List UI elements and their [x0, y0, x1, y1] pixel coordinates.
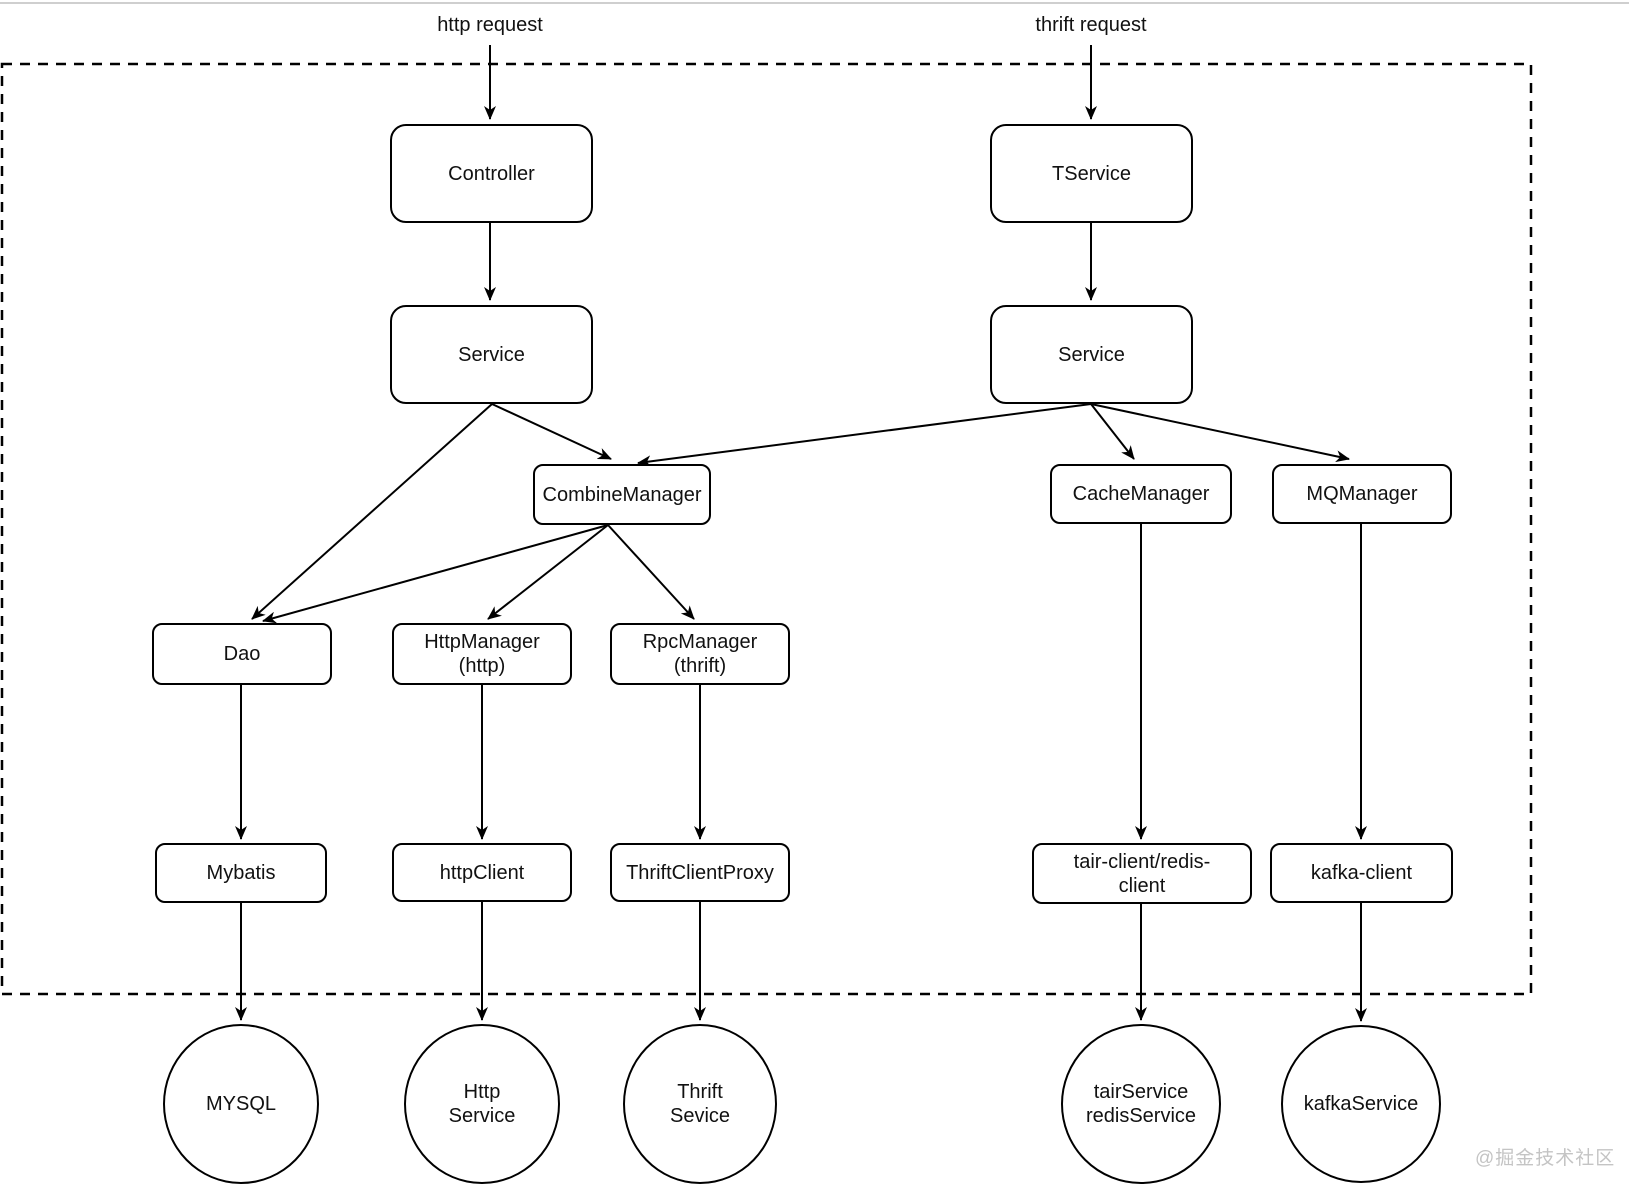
edge-servicehttp-to-combinemanager [491, 403, 612, 460]
node-rpc-manager: RpcManager (thrift) [610, 623, 790, 685]
node-mybatis: Mybatis [155, 843, 327, 903]
node-tservice-label: TService [1052, 162, 1131, 185]
node-tair-redis-client: tair-client/redis- client [1032, 843, 1252, 904]
node-kafka-service-label: kafkaService [1303, 1093, 1419, 1115]
node-http-service: Http Service [404, 1024, 560, 1184]
node-mysql-label: MYSQL [205, 1093, 277, 1115]
edge-servicethrift-to-mqmanager [1090, 403, 1350, 463]
edge-servicehttp-to-dao [251, 403, 493, 620]
node-thrift-client-proxy-label: ThriftClientProxy [626, 861, 774, 884]
node-kafka-client: kafka-client [1270, 843, 1453, 903]
node-combine-manager-label: CombineManager [542, 483, 702, 506]
node-http-service-label: Http [463, 1081, 501, 1103]
node-mybatis-label: Mybatis [206, 862, 276, 884]
node-tair-service-label: tairService [1093, 1081, 1189, 1103]
node-mq-manager-label: MQManager [1306, 483, 1418, 505]
node-thrift-sevice-sublabel: Sevice [669, 1105, 731, 1127]
node-tair-service: tairService redisService [1061, 1024, 1221, 1184]
node-service-http: Service [390, 305, 593, 404]
node-mq-manager: MQManager [1272, 464, 1452, 524]
node-http-manager-sublabel: (http) [458, 655, 506, 677]
node-tair-redis-client-sublabel: client [1118, 874, 1166, 897]
node-http-service-sublabel: Service [448, 1105, 516, 1127]
node-thrift-client-proxy: ThriftClientProxy [610, 843, 790, 902]
node-tair-redis-client-label: tair-client/redis- [1073, 850, 1211, 873]
node-controller: Controller [390, 124, 593, 223]
node-kafka-service: kafkaService [1281, 1025, 1441, 1183]
node-combine-manager: CombineManager [533, 464, 711, 525]
edge-combinemanager-to-httpmanager [487, 524, 609, 620]
node-mysql: MYSQL [163, 1024, 319, 1184]
edge-combinemanager-to-rpcmanager [607, 524, 695, 620]
node-tair-service-sublabel: redisService [1085, 1105, 1197, 1127]
node-service-http-label: Service [458, 343, 525, 366]
node-dao: Dao [152, 623, 332, 685]
node-tservice: TService [990, 124, 1193, 223]
node-http-manager-label: HttpManager [424, 631, 540, 653]
node-kafka-client-label: kafka-client [1310, 862, 1413, 884]
juejin-watermark: @掘金技术社区 [1475, 1148, 1616, 1169]
node-service-thrift: Service [990, 305, 1193, 404]
node-http-client-label: httpClient [439, 861, 525, 884]
thrift-request-label: thrift request [1035, 14, 1147, 36]
edge-servicethrift-to-cachemanager [1090, 403, 1135, 460]
dashed-boundary-box [0, 62, 1533, 996]
node-rpc-manager-sublabel: (thrift) [673, 655, 727, 677]
node-rpc-manager-label: RpcManager [642, 631, 758, 653]
node-thrift-sevice: Thrift Sevice [623, 1024, 777, 1184]
node-http-manager: HttpManager (http) [392, 623, 572, 685]
node-thrift-sevice-label: Thrift [677, 1081, 723, 1103]
node-cache-manager-label: CacheManager [1072, 483, 1210, 505]
node-dao-label: Dao [223, 643, 261, 665]
edge-combinemanager-to-dao [262, 524, 609, 624]
http-request-label: http request [437, 14, 543, 36]
node-service-thrift-label: Service [1058, 343, 1125, 366]
node-cache-manager: CacheManager [1050, 464, 1232, 524]
node-http-client: httpClient [392, 843, 572, 902]
node-controller-label: Controller [448, 162, 535, 185]
edge-servicethrift-to-combinemanager [637, 403, 1092, 468]
